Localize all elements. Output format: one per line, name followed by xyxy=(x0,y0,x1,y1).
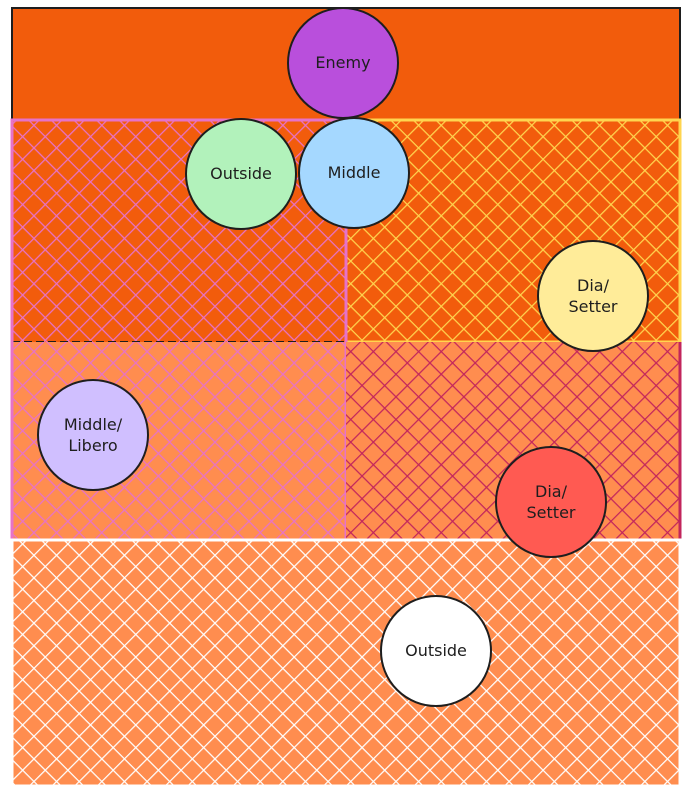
zone-front-left xyxy=(12,120,346,343)
dia-setter-front-marker xyxy=(537,240,649,352)
player-dia-setter-front: Dia/Setter xyxy=(537,240,649,352)
middle-libero-marker xyxy=(37,379,149,491)
dia-setter-back-marker xyxy=(495,446,607,558)
player-outside-front: Outside xyxy=(185,118,297,230)
outside-back-marker xyxy=(380,595,492,707)
player-label: Outside xyxy=(210,164,272,183)
player-label: Middle xyxy=(328,163,381,182)
player-label: Dia/Setter xyxy=(569,276,618,316)
enemy-marker xyxy=(287,7,399,119)
player-label: Dia/Setter xyxy=(527,482,576,522)
player-enemy: Enemy xyxy=(287,7,399,119)
player-middle-libero: Middle/Libero xyxy=(37,379,149,491)
player-dia-setter-back: Dia/Setter xyxy=(495,446,607,558)
player-label: Middle/Libero xyxy=(64,415,123,455)
outside-front-marker xyxy=(185,118,297,230)
player-label: Enemy xyxy=(315,53,370,72)
player-outside-back: Outside xyxy=(380,595,492,707)
player-middle-front: Middle xyxy=(298,117,410,229)
player-label: Outside xyxy=(405,641,467,660)
zone-back xyxy=(10,538,682,788)
middle-front-marker xyxy=(298,117,410,229)
